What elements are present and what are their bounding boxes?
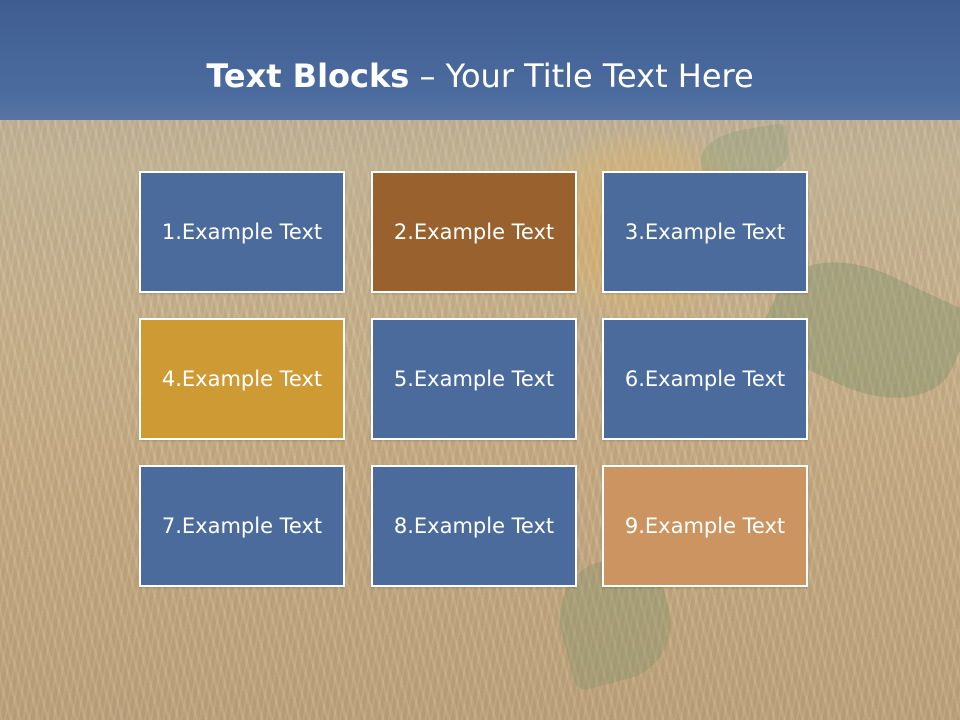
slide-title: Text Blocks – Your Title Text Here — [0, 52, 960, 100]
text-block-label: 3.Example Text — [624, 220, 786, 244]
text-block-1[interactable]: 1.Example Text — [139, 171, 345, 293]
text-block-2[interactable]: 2.Example Text — [371, 171, 577, 293]
text-block-label: 2.Example Text — [393, 220, 555, 244]
title-bold-part: Text Blocks — [206, 57, 410, 95]
text-block-label: 1.Example Text — [161, 220, 323, 244]
title-rest-part: – Your Title Text Here — [409, 57, 754, 95]
text-block-label: 6.Example Text — [624, 367, 786, 391]
text-block-6[interactable]: 6.Example Text — [602, 318, 808, 440]
text-block-7[interactable]: 7.Example Text — [139, 465, 345, 587]
text-block-label: 5.Example Text — [393, 367, 555, 391]
text-block-8[interactable]: 8.Example Text — [371, 465, 577, 587]
text-block-label: 8.Example Text — [393, 514, 555, 538]
text-block-4[interactable]: 4.Example Text — [139, 318, 345, 440]
text-block-label: 4.Example Text — [161, 367, 323, 391]
text-block-label: 9.Example Text — [624, 514, 786, 538]
text-block-3[interactable]: 3.Example Text — [602, 171, 808, 293]
text-block-5[interactable]: 5.Example Text — [371, 318, 577, 440]
text-block-9[interactable]: 9.Example Text — [602, 465, 808, 587]
text-block-label: 7.Example Text — [161, 514, 323, 538]
